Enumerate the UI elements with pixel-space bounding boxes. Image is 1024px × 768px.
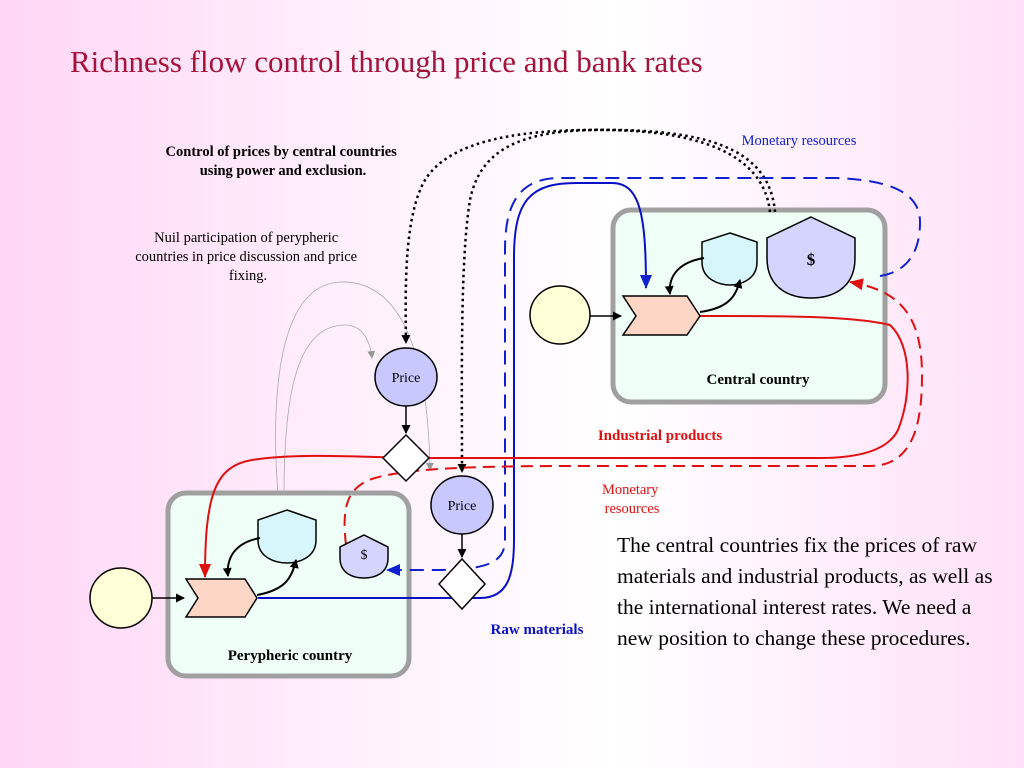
label-monetary-resources-top: Monetary resources	[742, 133, 857, 149]
central-to-pentagon-arrow	[699, 279, 743, 313]
central-bank-node	[766, 216, 856, 299]
explanation-text: The central countries fix the prices of …	[617, 533, 993, 650]
central-process-node	[621, 295, 701, 336]
annotation-control-prices: Control of prices by central countries u…	[166, 144, 401, 179]
central-country-label: Central country	[707, 372, 810, 388]
pentagon-to-central-arrow	[664, 257, 705, 295]
perypheric-pentagon-node	[257, 509, 317, 564]
raw-materials-flow	[258, 181, 652, 599]
slide-title: Richness flow control through price and …	[70, 44, 703, 79]
label-industrial-products: Industrial products	[598, 428, 723, 444]
central-source-node	[529, 285, 591, 345]
participation-curve-inner	[283, 324, 376, 496]
perypheric-country-label: Perypheric country	[228, 648, 353, 664]
perypheric-process-node	[184, 578, 258, 618]
perypheric-country-box	[165, 490, 412, 679]
price-node-lower-label: Price	[448, 499, 477, 514]
decision-diamond-lower	[437, 557, 487, 611]
price-control-arc-upper	[401, 128, 777, 344]
perypheric-to-pentagon-arrow	[256, 559, 299, 596]
monetary-flow-red	[343, 278, 924, 546]
perypheric-bank-symbol: $	[361, 548, 368, 563]
label-monetary-resources-mid: Monetary resources	[602, 482, 662, 517]
price-node-upper-label: Price	[392, 371, 421, 386]
decision-diamond-upper	[381, 433, 431, 483]
annotation-nuil-participation: Nuil participation of perypheric countri…	[135, 230, 361, 284]
perypheric-bank-node	[339, 534, 389, 579]
central-pentagon-node	[701, 232, 758, 286]
label-raw-materials: Raw materials	[491, 622, 584, 638]
central-bank-symbol: $	[807, 250, 816, 269]
industrial-products-flow	[199, 314, 909, 578]
perypheric-source-node	[89, 567, 153, 629]
pentagon-to-perypheric-arrow	[222, 537, 261, 577]
